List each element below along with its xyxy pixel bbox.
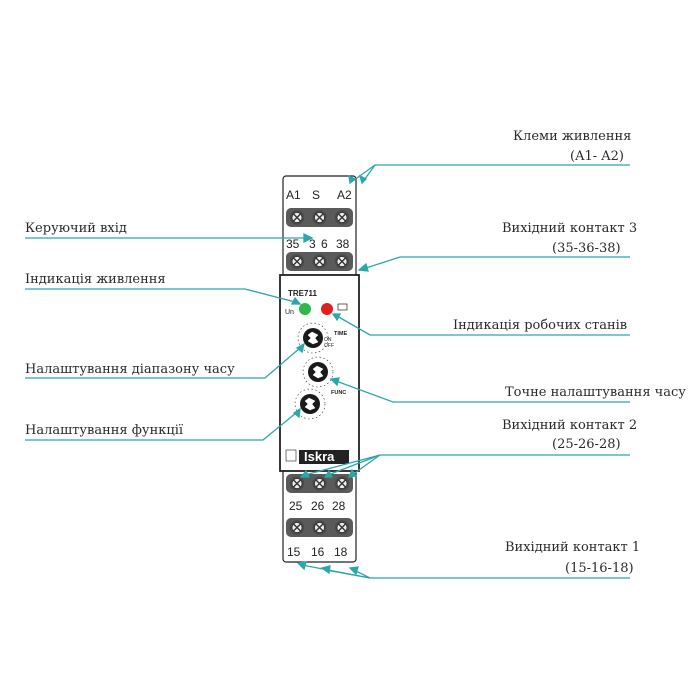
screw-icon [311, 519, 328, 536]
label-fine-time: Точне налаштування часу [505, 385, 686, 400]
screw-icon [311, 475, 328, 492]
annotations: Клеми живлення (A1- A2) Керуючий вхід Ви… [25, 129, 686, 576]
on-label: ON [324, 337, 332, 343]
label-output1: Вихідний контакт 1 [505, 540, 640, 555]
time-range-dial [297, 322, 329, 354]
fine-time-knob-icon[interactable] [307, 361, 329, 383]
off-label: OFF [324, 343, 334, 349]
fine-time-dial [302, 356, 334, 388]
terminal-18: 18 [334, 545, 348, 559]
label-power-indication: Індикація живлення [25, 272, 166, 287]
label-output3-sub: (35-36-38) [552, 241, 621, 256]
screw-icon [289, 475, 305, 492]
brand-badge [299, 450, 349, 464]
leader-output3 [362, 256, 630, 270]
terminal-15: 15 [287, 545, 301, 559]
screw-icon [334, 519, 350, 536]
label-control-input: Керуючий вхід [25, 221, 127, 236]
label-state-indication: Індикація робочих станів [453, 318, 627, 333]
leader-power-led [25, 288, 296, 303]
screw-icon [334, 209, 350, 226]
leader-lines [25, 164, 630, 579]
time-range-knob-icon[interactable] [302, 327, 324, 349]
terminal-3: 3 [309, 237, 316, 251]
leader-function [25, 412, 297, 441]
power-led [299, 303, 311, 315]
label-output3: Вихідний контакт 3 [502, 221, 637, 236]
relay-symbol-icon [337, 303, 348, 311]
leader-time-range [25, 347, 301, 379]
screw-icon [289, 209, 305, 226]
label-output2: Вихідний контакт 2 [502, 418, 637, 433]
terminal-16: 16 [311, 545, 325, 559]
brand-name: Iskra [304, 449, 335, 464]
model-name: TRE711 [288, 289, 317, 298]
leader-fine-time [335, 380, 630, 403]
time-label: TIME [334, 331, 347, 337]
state-led [321, 303, 333, 315]
terminal-35: 35 [286, 237, 300, 251]
screw-icon [334, 253, 350, 270]
relay-device: A1 S A2 35 3 6 38 TRE711 Un TIME ON OFF [279, 175, 360, 563]
terminal-6: 6 [321, 237, 328, 251]
terminal-25: 25 [289, 499, 303, 513]
terminal-a2: A2 [337, 188, 352, 202]
leader-state-led [336, 315, 630, 336]
screw-icon [311, 253, 328, 270]
screw-icon [334, 475, 350, 492]
label-time-range: Налаштування діапазону часу [25, 362, 235, 377]
label-power-terminals: Клеми живлення [513, 129, 631, 144]
function-dial [294, 388, 326, 420]
terminal-a1: A1 [286, 188, 301, 202]
terminal-s: S [312, 188, 320, 202]
screw-icon [289, 253, 305, 270]
screw-icon [311, 209, 328, 226]
leader-power [349, 164, 630, 184]
screw-icon [289, 519, 305, 536]
function-knob-icon[interactable] [299, 393, 321, 415]
terminal-38: 38 [336, 237, 350, 251]
terminal-28: 28 [332, 499, 346, 513]
label-power-terminals-sub: (A1- A2) [570, 149, 624, 164]
label-output1-sub: (15-16-18) [565, 561, 634, 576]
func-label: FUNC [331, 390, 346, 396]
label-output2-sub: (25-26-28) [552, 437, 621, 452]
flower-logo-icon [285, 449, 297, 462]
terminal-26: 26 [311, 499, 325, 513]
label-function: Налаштування функції [25, 423, 184, 438]
un-label: Un [285, 309, 294, 316]
